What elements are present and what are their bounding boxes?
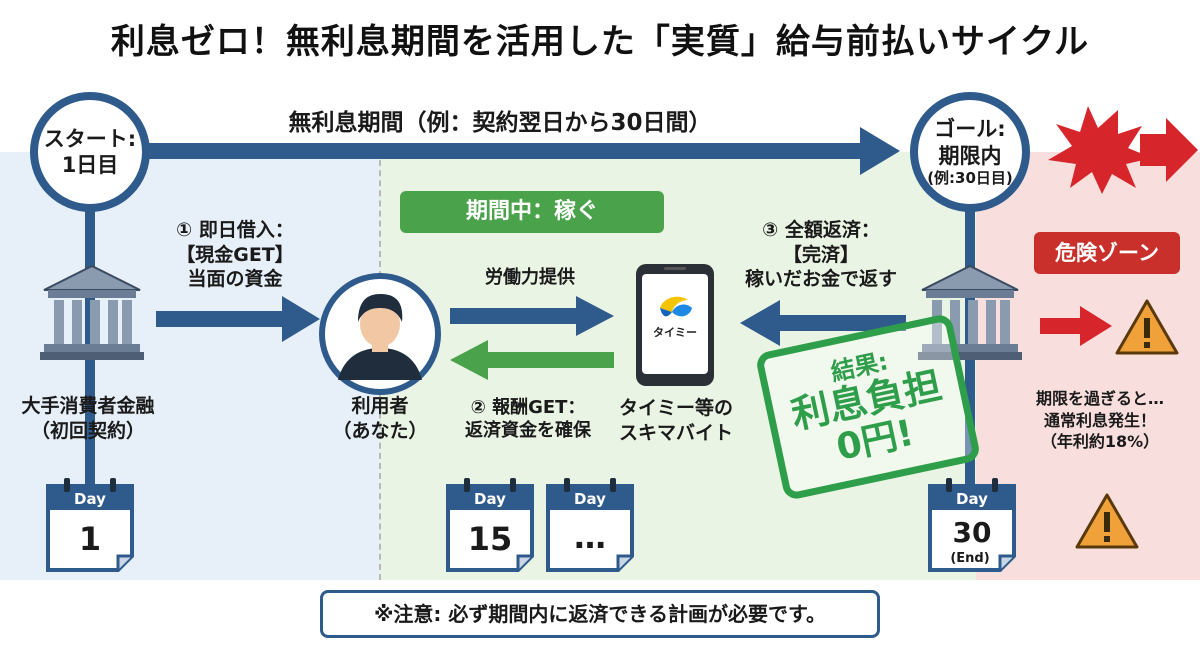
step1-line3: 当面の資金 [187, 268, 283, 291]
step1-line2: 【現金GET】 [176, 243, 294, 266]
interest-free-timeline [110, 143, 870, 159]
warning-line3: （年利約18%） [1040, 432, 1160, 452]
calendar-label: Day [74, 490, 106, 508]
step2-line2: 返済資金を確保 [465, 420, 591, 442]
goal-circle: ゴール: 期限内 (例:30日目) [910, 92, 1030, 212]
step1-line1: ① 即日借入： [176, 219, 294, 241]
interest-free-period-label: 無利息期間（例：契約翌日から30日間） [288, 110, 712, 136]
caution-note: ※注意: 必ず期間内に返済できる計画が必要です。 [320, 590, 880, 638]
calendar-value: 1 [79, 520, 101, 558]
start-line2: 1日目 [61, 153, 119, 177]
app-line1: タイミー等の [618, 397, 733, 419]
labor-arrow-icon [450, 296, 614, 336]
danger-burst-icon [1048, 106, 1198, 194]
repay-arrow-icon [740, 300, 906, 346]
start-line1: スタート: [43, 126, 137, 151]
calendar-label: Day [574, 490, 606, 508]
calendar-value: 15 [468, 520, 513, 558]
step1-text: ① 即日借入： 【現金GET】 当面の資金 [150, 218, 320, 292]
calendar-day-15-icon: Day 15 [446, 478, 534, 572]
step3-line2: 【完済】 [782, 243, 859, 266]
user-line2: （あなた） [332, 419, 428, 442]
warning-line1: 期限を過ぎると… [1035, 389, 1164, 408]
calendar-label: Day [474, 490, 506, 508]
user-line1: 利用者 [351, 395, 409, 417]
step3-text: ③ 全額返済： 【完済】 稼いだお金で返す [726, 218, 916, 292]
borrow-arrow-icon [156, 296, 320, 342]
lender-line1: 大手消費者金融 [21, 395, 155, 417]
goal-line1: ゴール: [934, 117, 1006, 142]
reward-arrow-icon [450, 340, 614, 380]
step2-line1: ② 報酬GET： [470, 397, 586, 418]
warning-text: 期限を過ぎると… 通常利息発生！ （年利約18%） [1000, 388, 1200, 453]
app-logo-text: タイミー [653, 326, 697, 339]
app-label: タイミー等の スキマバイト [606, 396, 746, 445]
step3-line1: ③ 全額返済： [762, 219, 880, 241]
goal-line3: (例:30日目) [927, 168, 1013, 187]
user-avatar-icon [319, 273, 441, 395]
warning-line2: 通常利息発生！ [1043, 410, 1156, 430]
calendar-value: 30 [953, 516, 992, 549]
app-line2: スキマバイト [618, 421, 733, 444]
timeline-arrowhead [860, 127, 900, 175]
danger-arrow-icon [1040, 306, 1112, 346]
labor-label: 労働力提供 [485, 267, 575, 288]
calendar-sub: (End) [950, 551, 989, 566]
warning-icon [1115, 299, 1179, 355]
user-label: 利用者 （あなた） [310, 394, 450, 443]
bank-building-icon [40, 264, 144, 360]
calendar-value: … [574, 518, 606, 556]
earning-period-label: 期間中：稼ぐ [400, 191, 664, 233]
calendar-label: Day [956, 490, 988, 508]
goal-line2: 期限内 [938, 143, 1002, 168]
danger-zone-label: 危険ゾーン [1034, 232, 1180, 274]
warning-icon [1075, 493, 1139, 549]
lender-line2: （初回契約） [30, 419, 145, 442]
page-title: 利息ゼロ！無利息期間を活用した「実質」給与前払いサイクル [110, 22, 1090, 62]
calendar-day-1-icon: Day 1 [46, 478, 134, 572]
bank-building-icon [918, 264, 1022, 360]
step3-line3: 稼いだお金で返す [744, 268, 897, 291]
start-circle: スタート: 1日目 [30, 92, 150, 212]
calendar-ellipsis-icon: Day … [546, 478, 634, 572]
step2-text: ② 報酬GET： 返済資金を確保 [442, 396, 614, 443]
smartphone-icon [636, 264, 714, 386]
calendar-day-30-icon: Day 30 (End) [928, 478, 1016, 572]
lender-label: 大手消費者金融 （初回契約） [0, 394, 176, 443]
